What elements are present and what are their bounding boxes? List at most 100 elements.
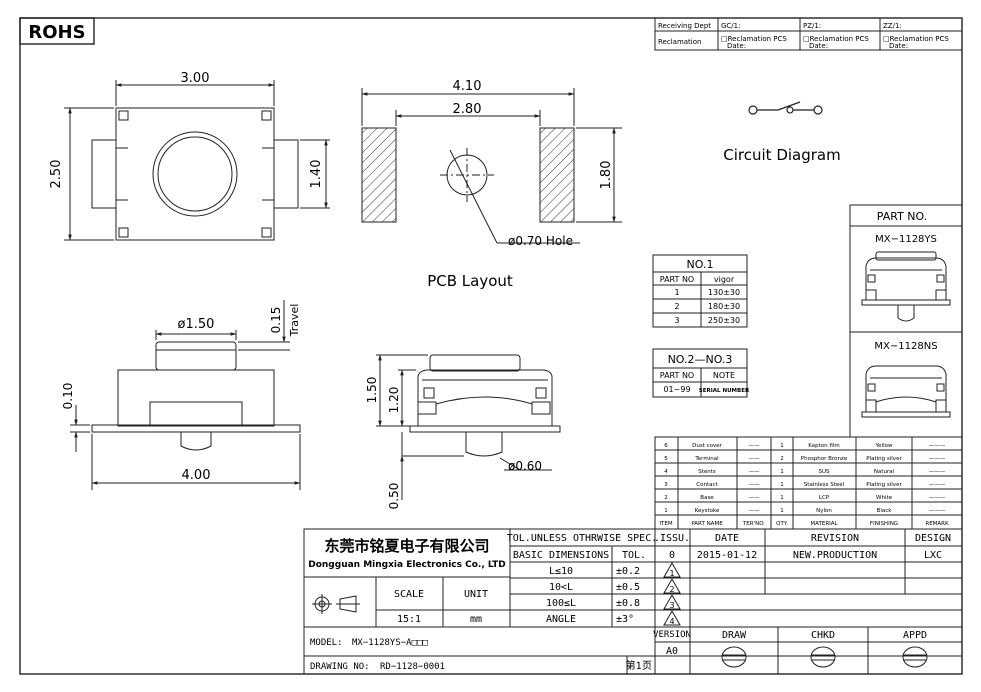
pcb-hole-dim: ø0.70 Hole [508,234,573,248]
bom-header: MATERIAL [810,521,838,527]
pcb-outer-width-dim: 4.10 [453,79,482,94]
revision-triangle-icon [663,577,681,594]
side-plunger-dim: ø1.50 [178,317,215,332]
rohs-label: ROHS [28,22,85,43]
bom-cell: Nylon [816,508,832,514]
tol-title: TOL.UNLESS OTHRWISE SPEC. [507,533,658,544]
tol-range: ANGLE [546,614,576,625]
side-width-dim: 4.00 [182,468,211,483]
bom-cell: ——— [929,482,946,488]
bom-cell: 2 [780,456,784,462]
no1-cell: 250±30 [708,316,740,325]
chkd-label: CHKD [811,630,835,641]
front-peg-length-dim: 0.50 [387,483,401,510]
no1-header: vigor [714,275,735,284]
bom-cell: Keystoke [695,508,720,514]
bom-cell: —— [749,456,761,462]
basic-dimensions-label: BASIC DIMENSIONS [513,550,609,561]
bom-header: REMARK [925,521,949,527]
part-no-title: PART NO. [877,210,927,223]
receiving-col-rec: □Reclamation PCS [883,35,949,43]
no23-cell: SERIAL NUMBER [699,388,750,394]
side-travel-dim: 0.15 [269,307,283,334]
top-view [64,80,330,241]
circuit-caption: Circuit Diagram [723,146,840,164]
top-width-dim: 3.00 [181,71,210,86]
receiving-col-date: Date: [809,42,828,50]
tol-label: TOL. [622,550,646,561]
front-peg-dim: ø0.60 [508,459,542,473]
issue-date: 2015-01-12 [697,550,757,561]
scale-label: SCALE [394,589,424,600]
bom-cell: ——— [929,469,946,475]
revision-triangle-number: 3 [669,601,674,610]
receiving-dept-label: Receiving Dept [658,22,711,30]
pcb-caption: PCB Layout [427,272,513,290]
bom-cell: 1 [780,443,784,449]
front-view [376,354,561,500]
bom-cell: 1 [780,495,784,501]
drawing-no-value: RD−1128−0001 [380,662,445,672]
issu-label: .ISSU. [654,533,690,544]
bom-cell: Dust cover [692,443,723,449]
title-block [303,528,963,675]
bom-cell: 1 [780,508,784,514]
revision-triangle-icon [663,561,681,578]
bom-cell: 1 [780,482,784,488]
unit-value: mm [470,614,482,625]
drawing-no-label: DRAWING NO: [310,662,370,672]
part-variant-ys: MX−1128YS [875,234,937,245]
page-number: 第1页 [626,659,652,672]
model-value: MX−1128YS−A□□□ [352,638,428,648]
tol-range: 100≤L [546,598,576,609]
revision-triangle-number: 2 [669,585,674,594]
bom-cell: —— [749,495,761,501]
bom-cell: 4 [664,469,668,475]
part-variant-ns: MX−1128NS [874,341,937,352]
pcb-height-dim: 1.80 [599,161,614,190]
revision-triangle-icon [663,609,681,626]
bom-cell: ——— [929,456,946,462]
side-view [70,300,301,490]
bom-cell: Black [877,508,893,514]
no1-cell: 130±30 [708,288,740,297]
bom-cell: Stents [698,469,716,475]
bom-cell: 6 [664,443,668,449]
bom-cell: ——— [929,495,946,501]
no23-header: NOTE [713,371,735,380]
front-height-dim: 1.50 [365,377,379,404]
bom-cell: White [876,495,893,501]
version-label: VERSION [653,630,691,640]
projection-symbol-icon [312,594,360,614]
no1-cell: 180±30 [708,302,740,311]
no1-title: NO.1 [687,258,714,271]
bom-cell: Plating silver [866,482,902,488]
receiving-col-head: ZZ/1: [883,22,902,30]
rohs-box [19,17,95,45]
receiving-col-rec: □Reclamation PCS [803,35,869,43]
bom-cell: Contact [696,482,718,488]
unit-label: UNIT [464,589,488,600]
bom-cell: Yellow [875,443,893,449]
pcb-inner-width-dim: 2.80 [453,102,482,117]
top-height-dim: 2.50 [49,160,64,189]
designer: LXC [924,550,942,561]
design-label: DESIGN [915,533,951,544]
version-value: A0 [666,646,678,657]
bom-cell: ——— [929,443,946,449]
issue-number: 0 [669,550,675,561]
bom-cell: LCP [819,495,830,501]
bom-header: QTY. [776,521,788,527]
bom-cell: 1 [780,469,784,475]
top-inner-dim: 1.40 [309,160,324,189]
bom-cell: Terminal [694,456,719,462]
receiving-col-date: Date: [889,42,908,50]
revision-triangle-icon [663,593,681,610]
bom-cell: —— [749,443,761,449]
draw-label: DRAW [722,630,747,641]
no23-title: NO.2—NO.3 [668,353,733,366]
tol-value: ±0.5 [616,582,640,593]
